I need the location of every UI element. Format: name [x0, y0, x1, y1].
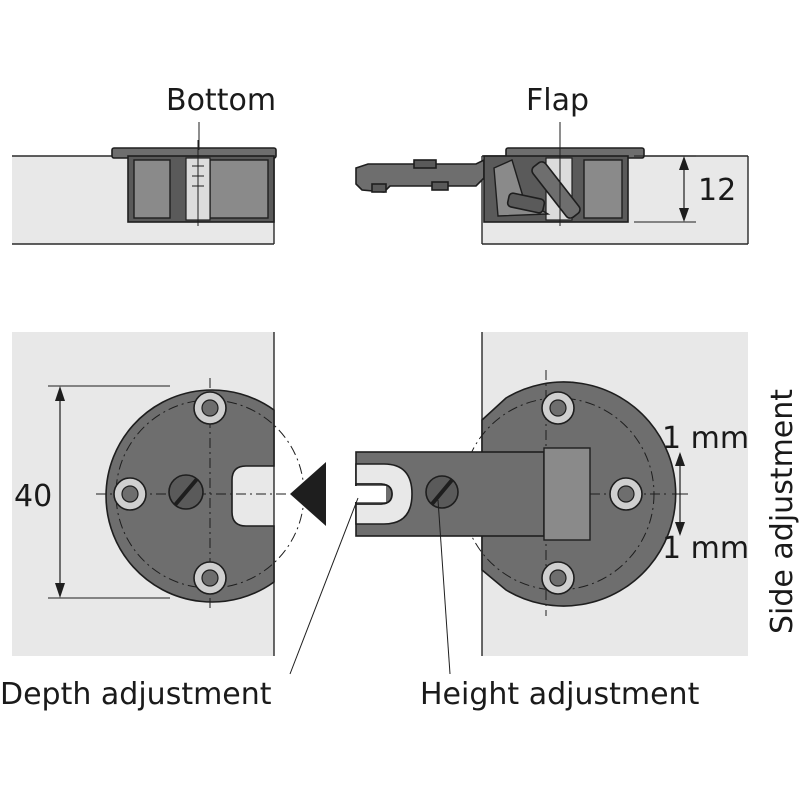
- bottom-section-view: [12, 122, 277, 245]
- label-height-adjustment: Height adjustment: [420, 677, 700, 712]
- label-diameter: 40: [14, 479, 52, 514]
- label-thickness: 12: [698, 173, 736, 208]
- insert-direction-arrow: [290, 462, 326, 526]
- label-bottom: Bottom: [166, 83, 276, 118]
- mounted-plan-view: [350, 332, 748, 656]
- height-leader: [437, 499, 451, 675]
- label-1mm-top: 1 mm: [662, 421, 749, 456]
- depth-leader: [289, 497, 359, 675]
- cup-plan-view: [12, 332, 305, 656]
- label-depth-adjustment: Depth adjustment: [0, 677, 272, 712]
- flap-section-view: [355, 122, 749, 245]
- label-side-adjustment: Side adjustment: [765, 389, 800, 634]
- label-1mm-bottom: 1 mm: [662, 531, 749, 566]
- label-flap: Flap: [526, 83, 589, 118]
